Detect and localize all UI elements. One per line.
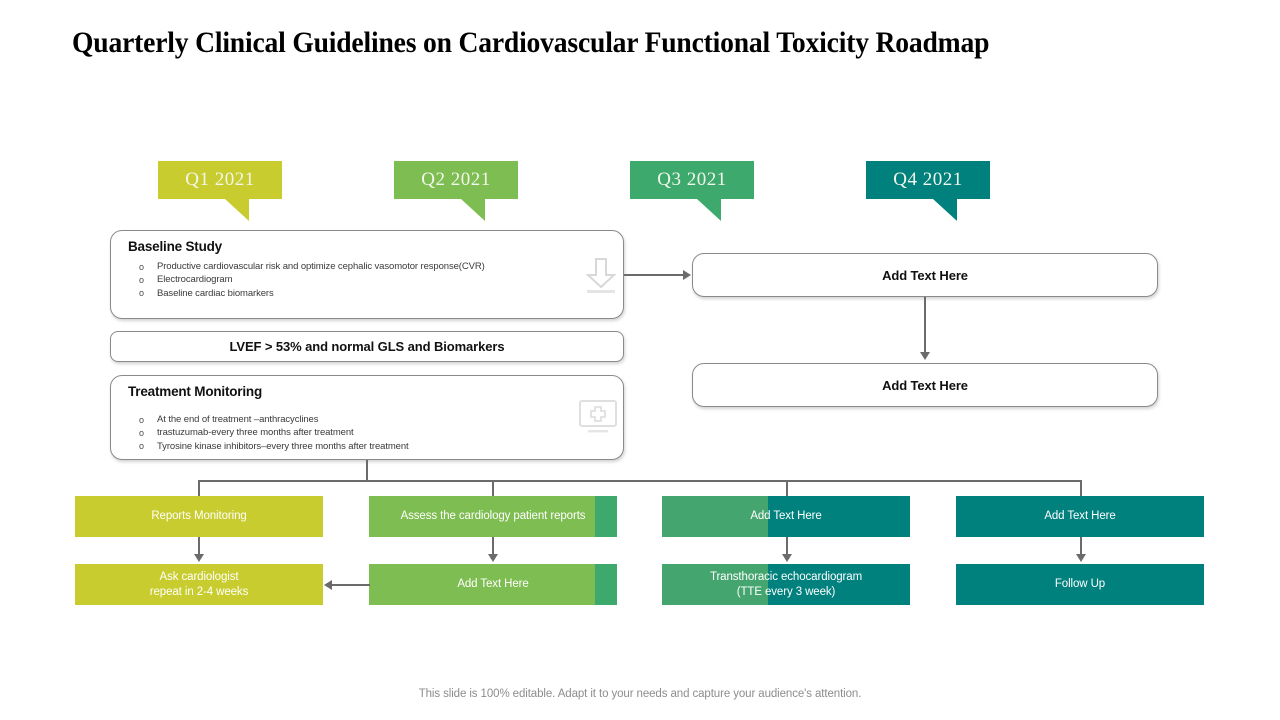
baseline-study-title: Baseline Study <box>128 239 222 254</box>
monitor-health-icon <box>575 398 621 438</box>
page-title: Quarterly Clinical Guidelines on Cardiov… <box>72 26 990 59</box>
connector-right-top-to-bottom <box>924 297 926 353</box>
connector-q2-to-q1-arrowhead <box>324 580 332 590</box>
quarter-banner-q3-tail <box>697 199 721 221</box>
connector-bottom-bus <box>198 480 1081 482</box>
quarter-banner-q2-tail <box>461 199 485 221</box>
column-q4-bottom-label: Follow Up <box>1054 578 1106 590</box>
connector-q4-arrowhead <box>1076 554 1086 562</box>
quarter-banner-q4-tail <box>933 199 957 221</box>
connector-q1-arrowhead <box>194 554 204 562</box>
column-q3-bottom-accent <box>662 564 768 605</box>
quarter-banner-q4[interactable]: Q4 2021 <box>866 161 990 221</box>
treatment-monitoring-bullets: At the end of treatment –anthracyclines … <box>131 413 601 454</box>
column-q1-top-label: Reports Monitoring <box>151 510 247 522</box>
quarter-banner-q3[interactable]: Q3 2021 <box>630 161 754 221</box>
right-bottom-card-text: Add Text Here <box>882 377 968 393</box>
connector-right-top-to-bottom-arrowhead <box>920 352 930 360</box>
quarter-banner-q3-body: Q3 2021 <box>630 161 754 199</box>
column-q3-bottom-box[interactable]: Transthoracic echocardiogram (TTE every … <box>662 564 910 605</box>
treatment-monitoring-card[interactable]: Treatment Monitoring At the end of treat… <box>110 375 624 460</box>
column-q3-top-box[interactable]: Add Text Here <box>662 496 910 537</box>
connector-baseline-to-right-arrowhead <box>683 270 691 280</box>
quarter-banner-q1-tail <box>225 199 249 221</box>
connector-q3-arrowhead <box>782 554 792 562</box>
connector-drop-col2 <box>492 480 494 496</box>
lvef-criteria-text: LVEF > 53% and normal GLS and Biomarkers <box>229 339 505 354</box>
column-q2-bottom-box[interactable]: Add Text Here <box>369 564 617 605</box>
connector-q1-top-to-bottom <box>198 537 200 556</box>
column-q2-bottom-label: Add Text Here <box>457 578 529 590</box>
connector-baseline-to-right <box>624 274 684 276</box>
column-q4-top-box[interactable]: Add Text Here <box>956 496 1204 537</box>
quarter-banner-q1-body: Q1 2021 <box>158 161 282 199</box>
quarter-banner-q3-label: Q3 2021 <box>657 168 727 190</box>
connector-q2-top-to-bottom <box>492 537 494 556</box>
column-q2-top-accent <box>595 496 617 537</box>
column-q2-top-label: Assess the cardiology patient reports <box>400 510 586 522</box>
column-q2-top-box[interactable]: Assess the cardiology patient reports <box>369 496 617 537</box>
column-q1-top-box[interactable]: Reports Monitoring <box>75 496 323 537</box>
column-q4-top-label: Add Text Here <box>1044 510 1116 522</box>
column-q3-bottom-label: Transthoracic echocardiogram (TTE every … <box>709 570 863 598</box>
column-q3-top-label: Add Text Here <box>750 510 822 522</box>
quarter-banner-q2-body: Q2 2021 <box>394 161 518 199</box>
slide-footer-note: This slide is 100% editable. Adapt it to… <box>418 688 862 700</box>
quarter-banner-q2[interactable]: Q2 2021 <box>394 161 518 221</box>
list-item: At the end of treatment –anthracyclines <box>131 413 601 426</box>
connector-drop-col4 <box>1080 480 1082 496</box>
connector-drop-col1 <box>198 480 200 496</box>
treatment-monitoring-title: Treatment Monitoring <box>128 384 262 399</box>
list-item: Baseline cardiac biomarkers <box>131 287 561 300</box>
right-bottom-card[interactable]: Add Text Here <box>692 363 1158 407</box>
connector-drop-col3 <box>786 480 788 496</box>
list-item: Productive cardiovascular risk and optim… <box>131 260 561 273</box>
column-q1-bottom-box[interactable]: Ask cardiologist repeat in 2-4 weeks <box>75 564 323 605</box>
column-q3-top-accent <box>662 496 768 537</box>
baseline-study-card[interactable]: Baseline Study Productive cardiovascular… <box>110 230 624 319</box>
list-item: Electrocardiogram <box>131 274 561 287</box>
right-top-card[interactable]: Add Text Here <box>692 253 1158 297</box>
connector-q2-arrowhead <box>488 554 498 562</box>
quarter-banner-q4-body: Q4 2021 <box>866 161 990 199</box>
right-top-card-text: Add Text Here <box>882 267 968 283</box>
connector-q3-top-to-bottom <box>786 537 788 556</box>
baseline-study-bullets: Productive cardiovascular risk and optim… <box>131 260 561 301</box>
quarter-banner-q1-label: Q1 2021 <box>185 168 255 190</box>
column-q2-bottom-accent <box>595 564 617 605</box>
quarter-banner-q2-label: Q2 2021 <box>421 168 491 190</box>
lvef-criteria-card[interactable]: LVEF > 53% and normal GLS and Biomarkers <box>110 331 624 362</box>
list-item: trastuzumab-every three months after tre… <box>131 427 601 440</box>
download-arrow-icon <box>578 251 624 297</box>
quarter-banner-q1[interactable]: Q1 2021 <box>158 161 282 221</box>
list-item: Tyrosine kinase inhibitors–every three m… <box>131 440 601 453</box>
column-q1-bottom-label: Ask cardiologist repeat in 2-4 weeks <box>149 570 249 598</box>
connector-q4-top-to-bottom <box>1080 537 1082 556</box>
quarter-banner-q4-label: Q4 2021 <box>893 168 963 190</box>
column-q4-bottom-box[interactable]: Follow Up <box>956 564 1204 605</box>
connector-q2-bottom-to-q1-bottom <box>332 584 370 586</box>
connector-treatment-stem <box>366 460 368 481</box>
